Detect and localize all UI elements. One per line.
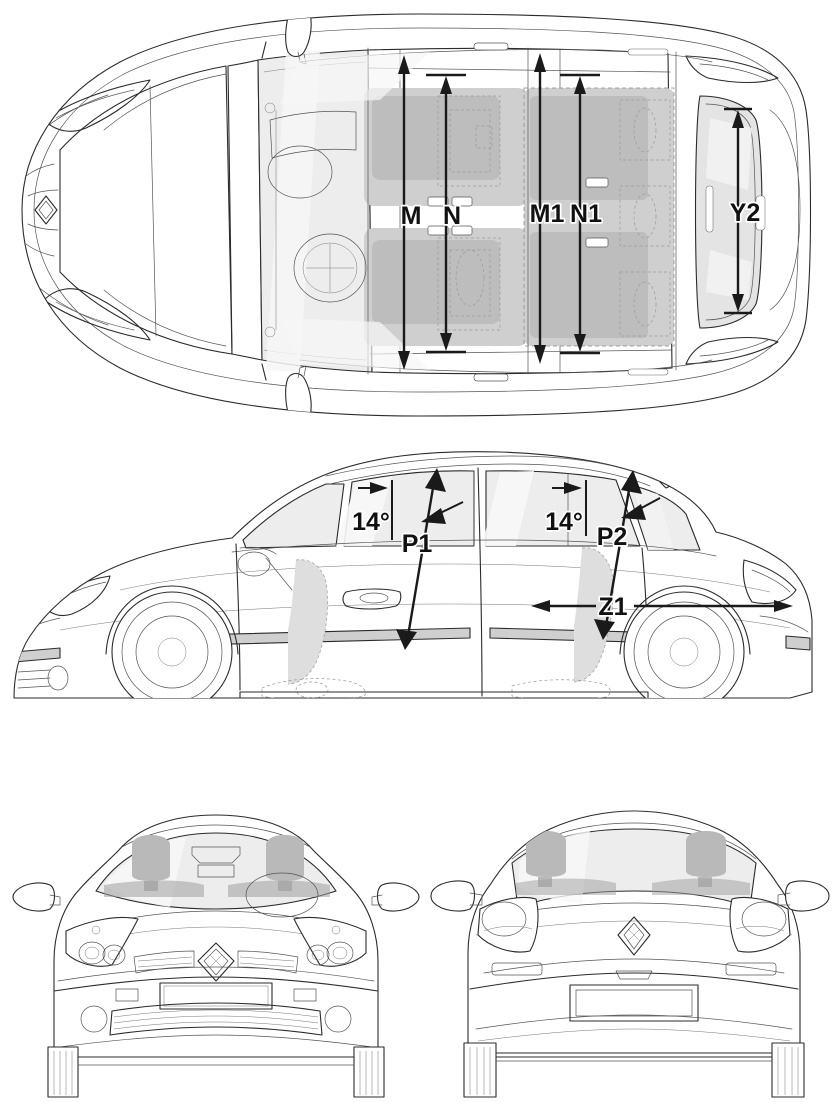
dimension-label-N1: N1: [570, 200, 602, 228]
renault-diamond-badge-rear: [617, 916, 651, 956]
front-headrests: [104, 835, 330, 897]
top-front-end: [25, 79, 151, 341]
side-glass: [242, 470, 701, 551]
side-front-wheel: [111, 591, 233, 699]
dimension-label-angle-1: 14°: [352, 508, 390, 536]
dimension-group-side: 14° P1 14°: [350, 468, 793, 650]
rear-mirror-right: [777, 880, 830, 912]
front-headlight-left: [65, 916, 139, 967]
side-front-end: [14, 575, 111, 691]
rear-license-plate: [569, 984, 699, 1022]
side-interior: [237, 546, 614, 699]
rear-taillight-left: [477, 896, 539, 953]
dimension-angle-1: 14°: [350, 480, 393, 540]
front-mirror-right: [371, 882, 420, 912]
top-front-seats: [437, 95, 501, 331]
dimension-label-P1: P1: [402, 530, 433, 558]
dimension-angle-2: 14°: [543, 480, 587, 538]
dimension-Y2: Y2: [724, 107, 762, 315]
front-lower-grille: [80, 1002, 352, 1036]
front-view: [0, 785, 420, 1107]
dimension-P2: P2: [594, 470, 661, 640]
dimension-N: N: [426, 73, 466, 354]
dimension-M: M: [398, 55, 423, 370]
renault-diamond-badge-top: [34, 195, 58, 225]
dimension-N1: N1: [560, 73, 604, 355]
dimension-group-top: M N M1: [398, 53, 762, 370]
front-headlight-right: [293, 916, 367, 967]
dimension-label-P2: P2: [597, 523, 628, 551]
front-license-plate: [159, 982, 273, 1010]
renault-diamond-badge-front: [197, 942, 235, 982]
front-wheels: [47, 1046, 385, 1098]
dimension-label-Y2: Y2: [730, 199, 761, 227]
dimension-Z1: Z1: [531, 591, 793, 623]
dimension-label-N: N: [443, 202, 461, 230]
rear-mirror-left: [430, 880, 483, 912]
top-rear-hatch: [694, 95, 766, 329]
dimension-label-M: M: [401, 202, 422, 230]
rear-headrests: [516, 831, 750, 895]
side-rear-wheel: [623, 591, 745, 699]
dimension-label-M1: M1: [530, 200, 565, 228]
dimension-M1: M1: [528, 53, 566, 364]
side-view: 14° P1 14°: [0, 440, 840, 770]
top-steering-wheel: [293, 233, 367, 303]
top-rear-seats: [619, 99, 671, 337]
dimension-label-Z1: Z1: [598, 593, 627, 621]
rear-wheels: [463, 1042, 805, 1098]
rear-view: [420, 785, 840, 1107]
top-door-lines: [261, 41, 713, 382]
dimension-label-angle-2: 14°: [545, 508, 583, 536]
top-dashboard: [264, 102, 357, 338]
top-rear-end: [685, 55, 801, 365]
top-belt-buckles: [427, 177, 609, 248]
rear-taillight-right: [729, 896, 791, 953]
front-mirror-left: [12, 882, 61, 912]
top-view: M N M1: [0, 0, 840, 430]
dimension-P1: P1: [396, 468, 464, 650]
